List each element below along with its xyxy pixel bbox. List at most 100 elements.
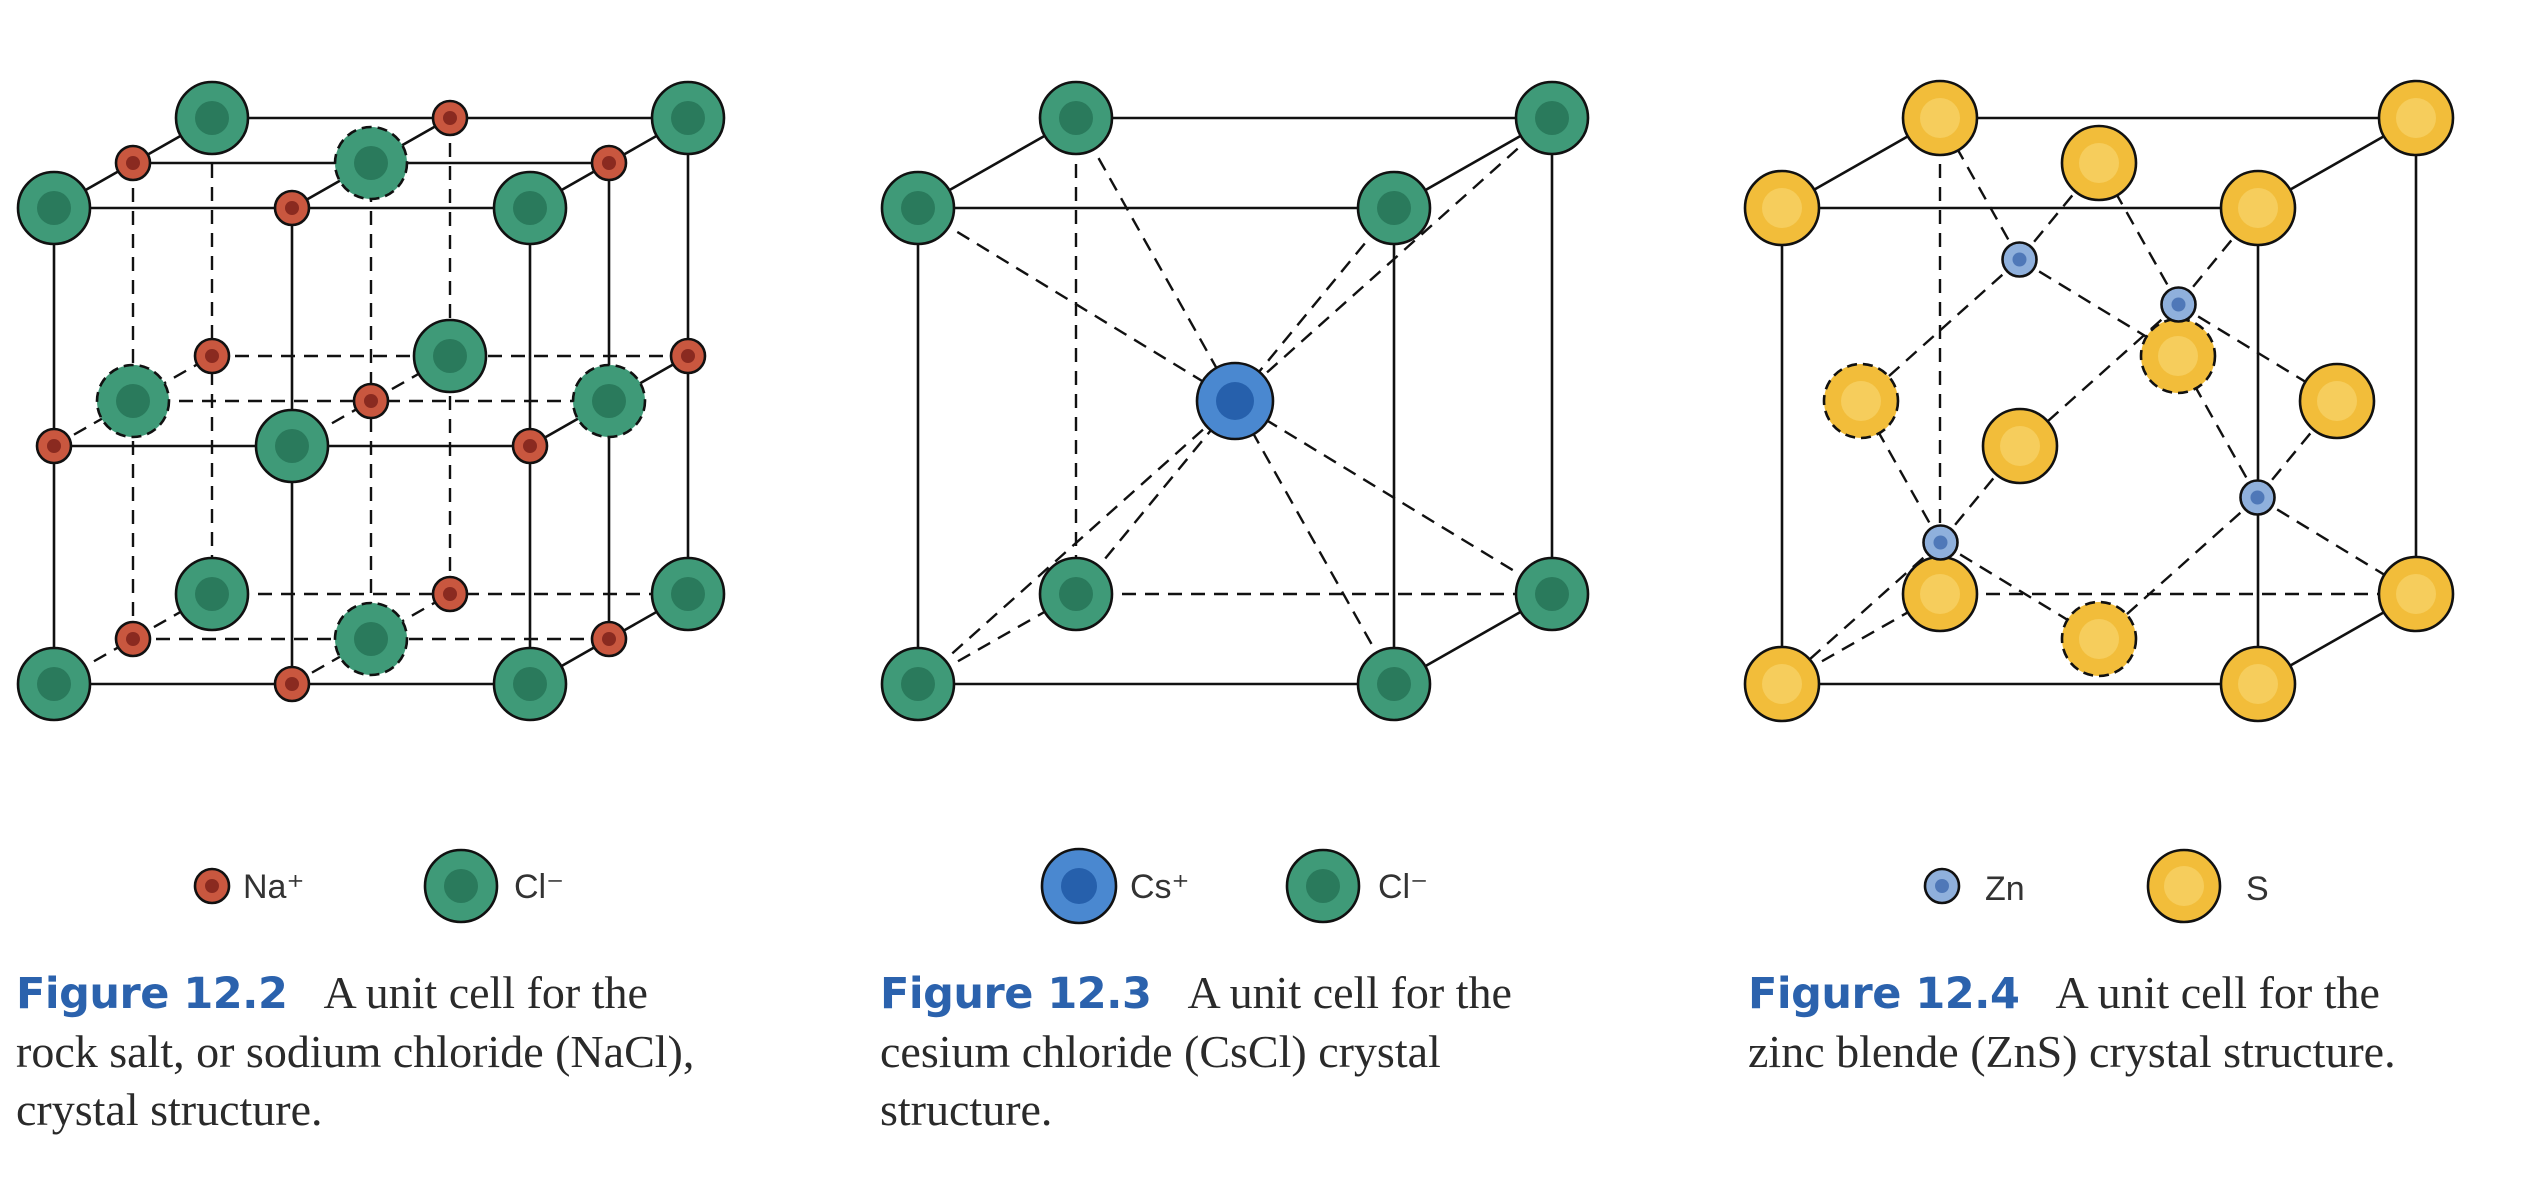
s-atom-core (2238, 188, 2278, 228)
zn-atom-core (2012, 252, 2027, 267)
body-diagonal (1234, 117, 1553, 402)
cl-ion-core (195, 101, 229, 135)
zn-atom-core (1933, 535, 1948, 550)
na-ion-core (205, 349, 219, 363)
lattice-line (291, 592, 451, 686)
cl-ion-legend-icon-core (1306, 869, 1340, 903)
tetrahedral-bond (1938, 117, 2021, 261)
caption-text: A unit cell for the rock salt, or sodium… (16, 967, 695, 1135)
cl-ion-core (354, 146, 388, 180)
s-atom-core (1762, 188, 1802, 228)
cl-ion-legend-label: Cl⁻ (514, 868, 564, 906)
body-diagonal (1234, 399, 1553, 596)
cl-ion-core (1059, 101, 1093, 135)
s-atom-core (2079, 619, 2119, 659)
cl-ion-core (1535, 101, 1569, 135)
tetrahedral-bond (2018, 258, 2179, 358)
s-atom-core (2238, 664, 2278, 704)
na-ion-legend-icon-core (205, 879, 219, 893)
body-diagonal (1075, 400, 1236, 595)
cl-ion-core (354, 622, 388, 656)
na-ion-core (443, 111, 457, 125)
cl-ion-core (433, 339, 467, 373)
cl-ion-core (901, 191, 935, 225)
nacl-legend: Na⁺ Cl⁻ (193, 848, 564, 924)
cl-ion-core (1377, 667, 1411, 701)
cl-ion-core (513, 191, 547, 225)
s-atom-core (2158, 336, 2198, 376)
s-atom-core (1920, 98, 1960, 138)
figure-label: Figure 12.4 (1748, 969, 2020, 1019)
cl-ion-core (116, 384, 150, 418)
cscl-unit-cell-figure (880, 80, 1590, 722)
tetrahedral-bond (2097, 162, 2180, 306)
nacl-unit-cell-figure (16, 80, 726, 722)
s-atom-core (2079, 143, 2119, 183)
tetrahedral-bond (2176, 355, 2259, 499)
cl-ion-core (1535, 577, 1569, 611)
cs-ion-legend-icon-core (1061, 868, 1097, 904)
cs-ion-core (1216, 382, 1254, 420)
tetrahedral-bond (2177, 303, 2338, 403)
zn-atom-legend-label: Zn (1985, 870, 2025, 908)
body-diagonal (1074, 117, 1237, 402)
tetrahedral-bond (2256, 496, 2417, 596)
cl-ion-core (1059, 577, 1093, 611)
cs-ion-legend-label: Cs⁺ (1130, 868, 1190, 906)
zns-unit-cell-figure (1743, 79, 2455, 723)
s-atom-core (2317, 381, 2357, 421)
lattice-line (53, 354, 213, 448)
body-diagonal (1233, 400, 1396, 685)
caption-text: A unit cell for the zinc blende (ZnS) cr… (1748, 967, 2396, 1077)
na-ion-core (681, 349, 695, 363)
cl-ion-core (592, 384, 626, 418)
figure-label: Figure 12.2 (16, 969, 288, 1019)
na-ion-core (602, 632, 616, 646)
cl-ion-core (275, 429, 309, 463)
tetrahedral-bond (2098, 496, 2259, 640)
cl-ion-legend-icon-core (444, 869, 478, 903)
s-atom-core (2000, 426, 2040, 466)
cl-ion-core (901, 667, 935, 701)
figure-label: Figure 12.3 (880, 969, 1152, 1019)
na-ion-core (443, 587, 457, 601)
na-ion-core (47, 439, 61, 453)
na-ion-core (602, 156, 616, 170)
cl-ion-core (37, 191, 71, 225)
zn-atom-core (2250, 490, 2265, 505)
caption-text: A unit cell for the cesium chloride (CsC… (880, 967, 1512, 1135)
na-ion-core (126, 632, 140, 646)
s-atom-core (2396, 98, 2436, 138)
s-atom-core (2396, 574, 2436, 614)
zn-atom-legend-icon-core (1935, 879, 1949, 893)
zns-legend: Zn S (1923, 848, 2269, 924)
tetrahedral-bond (1860, 258, 2021, 402)
na-ion-core (285, 677, 299, 691)
cl-ion-core (671, 101, 705, 135)
figures-canvas: Na⁺ Cl⁻ Cs⁺ Cl⁻ Zn S (16, 79, 2455, 925)
cl-ion-legend-label: Cl⁻ (1378, 868, 1428, 906)
na-ion-core (126, 156, 140, 170)
s-atom-core (1920, 574, 1960, 614)
body-diagonal (1234, 207, 1395, 402)
na-ion-core (364, 394, 378, 408)
cl-ion-core (513, 667, 547, 701)
cl-ion-core (671, 577, 705, 611)
na-ion-legend-label: Na⁺ (243, 868, 304, 906)
na-ion-core (523, 439, 537, 453)
tetrahedral-bond (1859, 400, 1942, 544)
s-atom-core (1841, 381, 1881, 421)
body-diagonal (917, 206, 1236, 403)
s-atom-core (1762, 664, 1802, 704)
cscl-legend: Cs⁺ Cl⁻ (1040, 847, 1428, 925)
cl-ion-core (37, 667, 71, 701)
na-ion-core (285, 201, 299, 215)
s-atom-legend-label: S (2246, 870, 2269, 908)
zn-atom-core (2171, 297, 2186, 312)
s-atom-legend-icon-core (2164, 866, 2204, 906)
body-diagonal (917, 400, 1236, 685)
cl-ion-core (1377, 191, 1411, 225)
cl-ion-core (195, 577, 229, 611)
